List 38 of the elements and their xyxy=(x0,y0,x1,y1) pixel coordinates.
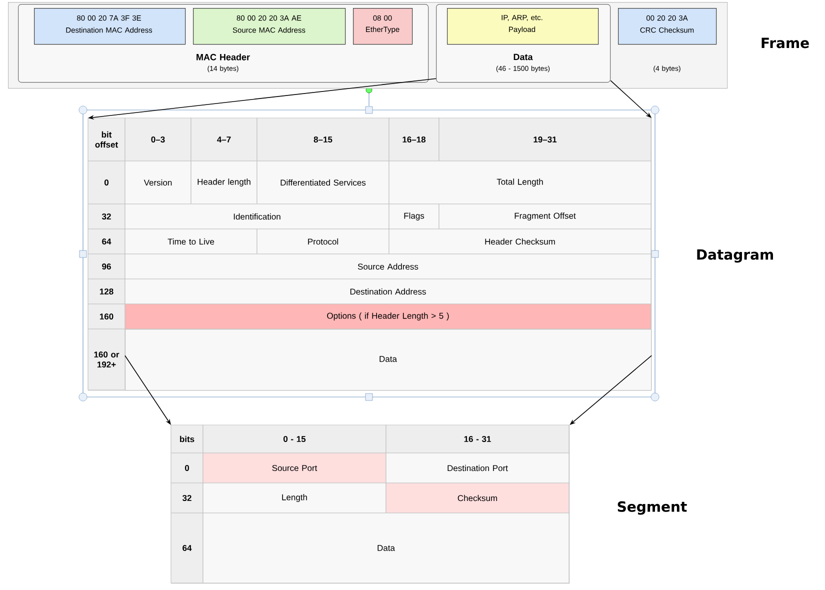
heading: Datagram xyxy=(697,249,773,263)
table-cell: Options ( if Header Length > 5 ) xyxy=(124,304,652,330)
table-cell: Header length xyxy=(190,160,258,204)
column-header: bits xyxy=(170,424,204,454)
column-header: 64 xyxy=(88,228,126,254)
table-cell xyxy=(125,329,652,391)
column-header: 16 - 31 xyxy=(386,424,570,454)
table-cell: Version xyxy=(124,160,192,204)
field-box xyxy=(193,8,346,45)
column-header: 0 xyxy=(88,160,126,204)
table-cell: Protocol xyxy=(256,228,390,254)
field-box xyxy=(618,8,717,72)
column-header: 4–7 xyxy=(190,118,258,162)
column-header: 0–3 xyxy=(124,118,192,162)
column-header: bit offset xyxy=(88,118,126,162)
column-header: 16–18 xyxy=(388,118,440,162)
column-header: 160 xyxy=(88,304,126,330)
column-header: 0 xyxy=(170,452,204,484)
table-cell: Length xyxy=(202,482,386,514)
column-header: 128 xyxy=(88,278,126,304)
table-cell: Checksum xyxy=(386,482,570,514)
group-title: Data xyxy=(514,54,533,60)
table-cell: Flags xyxy=(388,204,440,230)
heading: Frame xyxy=(762,38,809,48)
column-header: 32 xyxy=(88,204,126,230)
table-cell: Destination Port xyxy=(386,452,570,484)
field-box xyxy=(447,8,599,45)
table-cell: Destination Address xyxy=(124,278,652,304)
cell-text: Data xyxy=(380,356,397,362)
field-box xyxy=(34,8,186,45)
column-header: 96 xyxy=(88,254,126,280)
heading: Segment xyxy=(618,501,687,515)
column-header: 32 xyxy=(170,482,204,514)
table-cell: Differentiated Services xyxy=(256,160,390,204)
field-box xyxy=(353,8,413,45)
group-title: MAC Header xyxy=(196,54,250,60)
table-cell: Source Port xyxy=(202,452,386,484)
table-cell: Time to Live xyxy=(124,228,258,254)
